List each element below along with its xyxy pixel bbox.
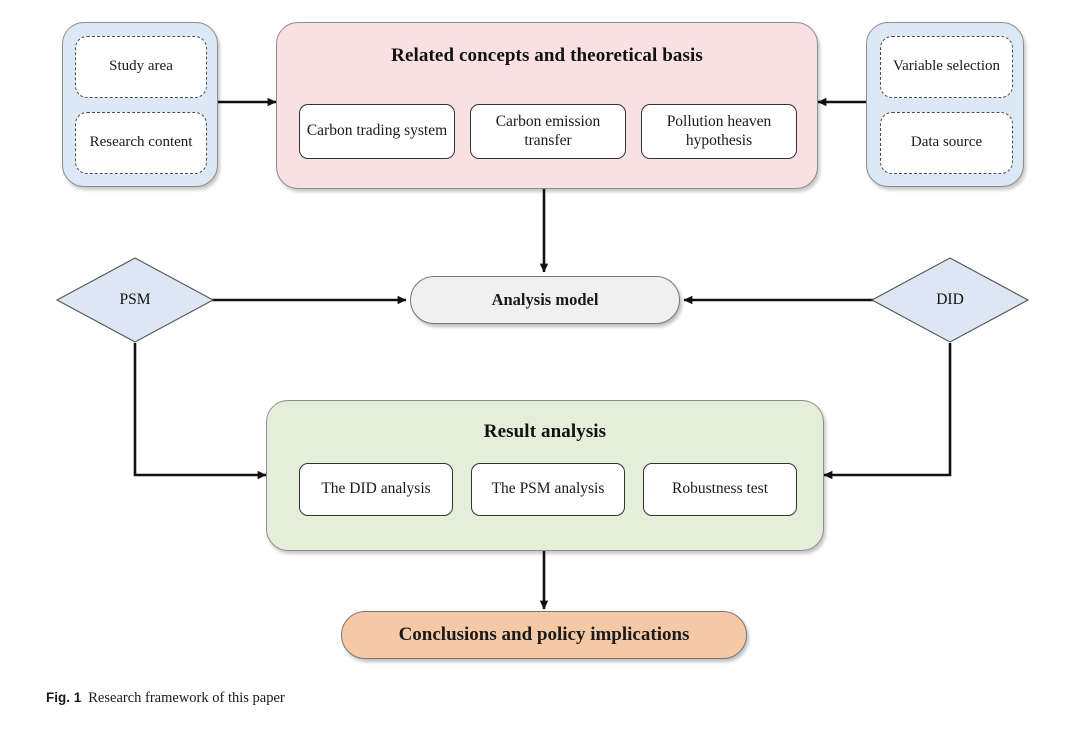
diamond-psm[interactable]: PSM [56,257,214,343]
node-conclusions-label: Conclusions and policy implications [398,624,690,646]
group-result-analysis-title: Result analysis [483,421,607,442]
card-study-area-label: Study area [109,58,173,75]
figure-caption: Fig. 1 Research framework of this paper [46,690,285,707]
diamond-did-shape [871,257,1029,343]
card-variable-selection[interactable]: Variable selection [880,36,1013,98]
card-carbon-emission-transfer-label: Carbon emission transfer [495,113,601,149]
card-did-analysis[interactable]: The DID analysis [299,463,453,516]
card-psm-analysis[interactable]: The PSM analysis [471,463,625,516]
card-carbon-emission-transfer[interactable]: Carbon emission transfer [470,104,626,159]
card-data-source[interactable]: Data source [880,112,1013,174]
figure-number: Fig. 1 [46,690,82,705]
card-carbon-trading-system[interactable]: Carbon trading system [299,104,455,159]
card-research-content-label: Research content [89,134,193,151]
node-analysis-model[interactable]: Analysis model [410,276,680,324]
card-pollution-heaven-hypothesis-label: Pollution heaven hypothesis [666,113,772,149]
group-related-concepts-title: Related concepts and theoretical basis [391,45,703,66]
card-data-source-label: Data source [910,134,983,151]
group-study-inputs: Study area Research content [62,22,218,187]
edge-did-to-results [823,343,952,480]
group-data-inputs: Variable selection Data source [866,22,1024,187]
card-research-content[interactable]: Research content [75,112,207,174]
group-related-concepts: Related concepts and theoretical basis C… [276,22,818,189]
card-pollution-heaven-hypothesis[interactable]: Pollution heaven hypothesis [641,104,797,159]
card-robustness-test[interactable]: Robustness test [643,463,797,516]
card-psm-analysis-label: The PSM analysis [491,480,605,498]
node-conclusions[interactable]: Conclusions and policy implications [341,611,747,659]
card-robustness-test-label: Robustness test [671,480,769,498]
edge-psm-to-results [133,343,267,480]
diamond-did[interactable]: DID [871,257,1029,343]
card-variable-selection-label: Variable selection [892,58,1001,75]
card-did-analysis-label: The DID analysis [321,480,431,498]
group-result-analysis: Result analysis The DID analysis The PSM… [266,400,824,551]
figure-caption-text: Research framework of this paper [88,690,285,706]
card-carbon-trading-system-label: Carbon trading system [306,122,448,140]
node-analysis-model-label: Analysis model [491,289,599,309]
diamond-psm-shape [56,257,214,343]
card-study-area[interactable]: Study area [75,36,207,98]
